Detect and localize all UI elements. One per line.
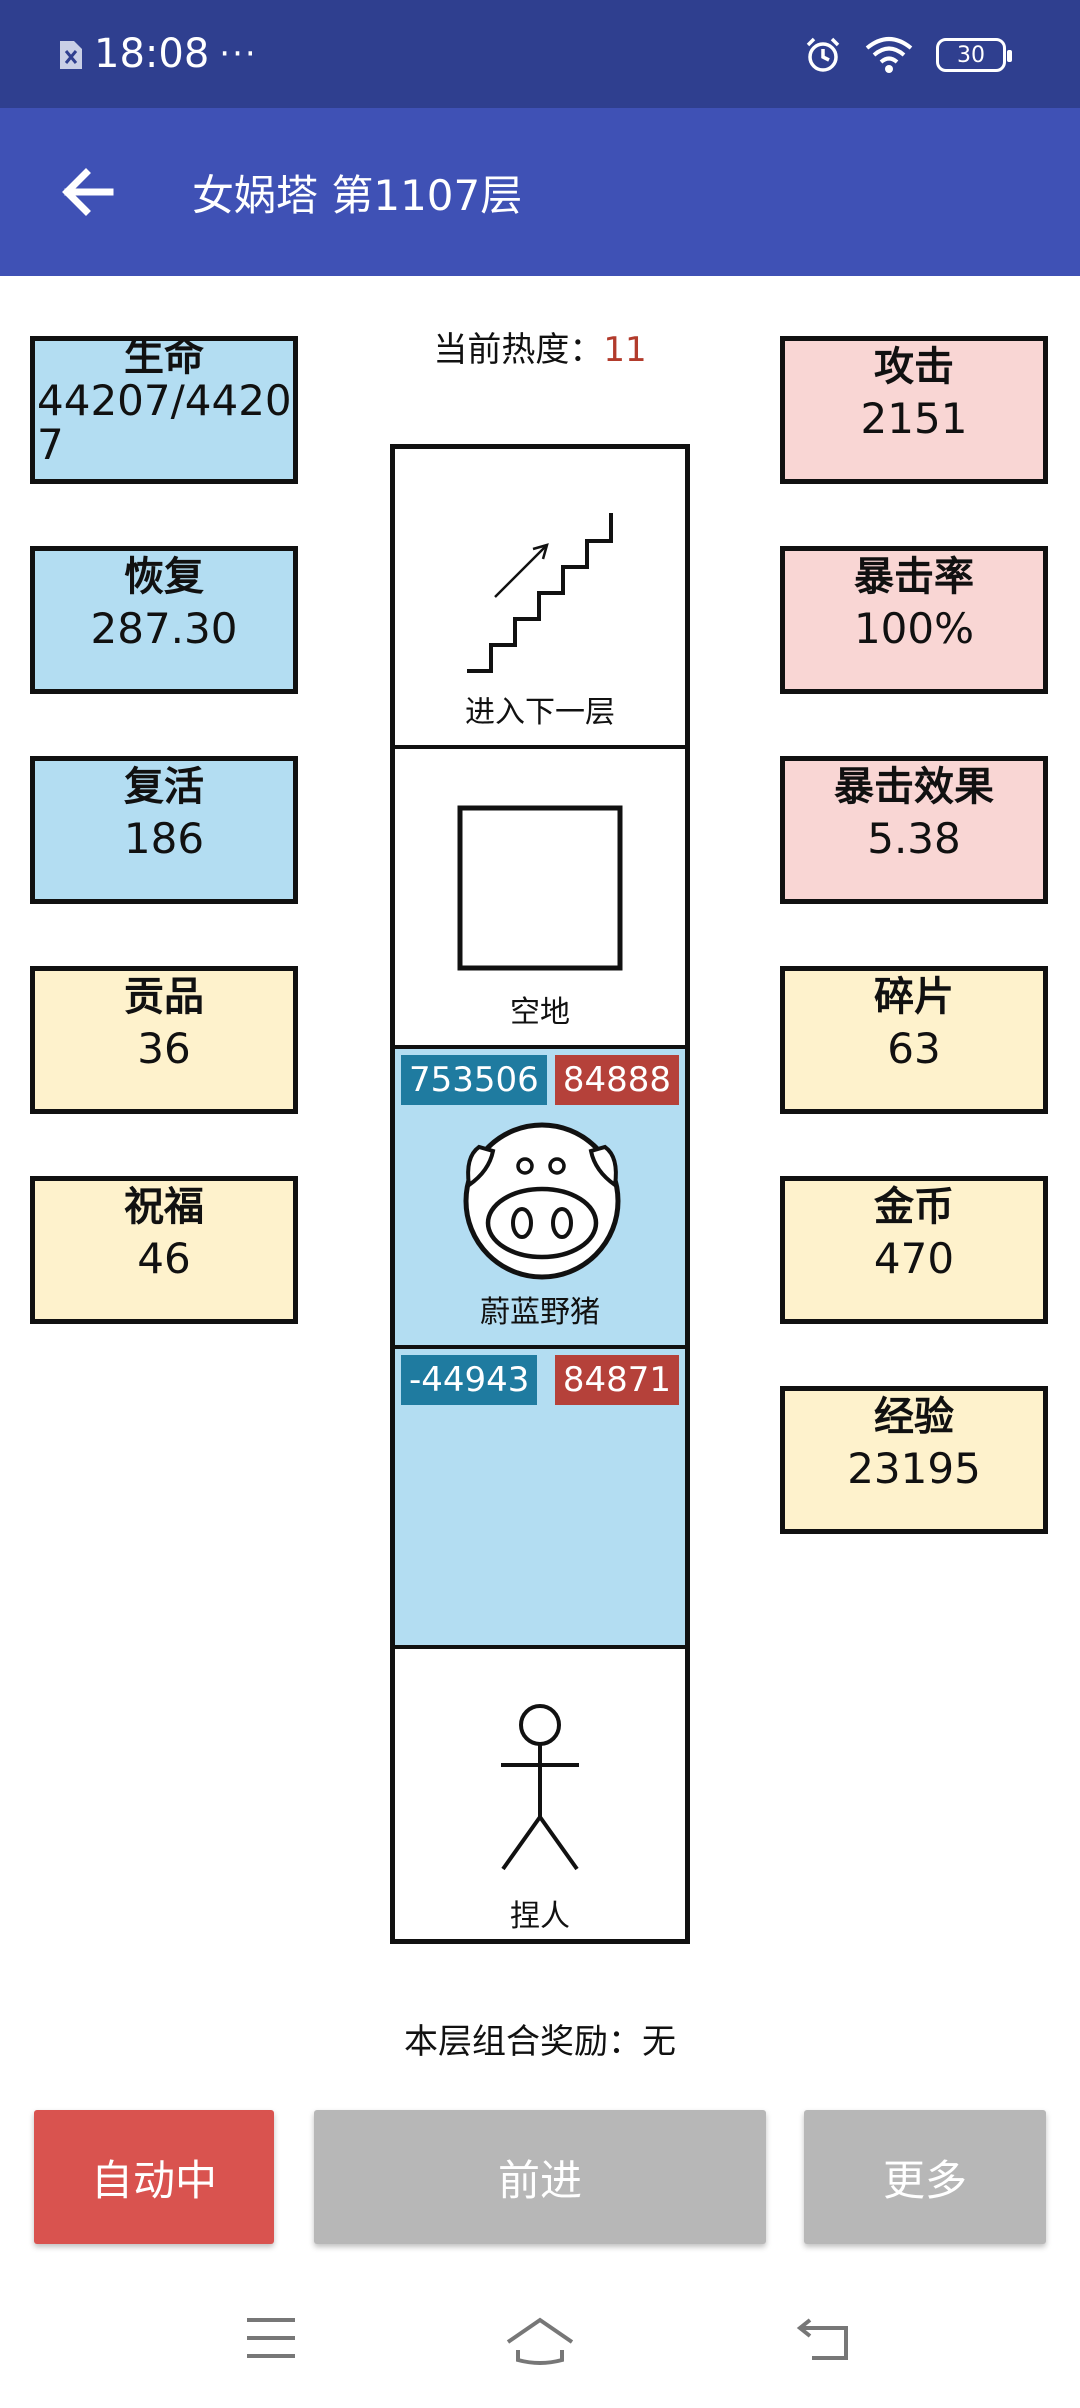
stat-experience: 经验 23195 — [780, 1386, 1048, 1534]
cell-label: 捏人 — [510, 1899, 570, 1934]
stat-value: 46 — [137, 1234, 191, 1283]
app-bar: 女娲塔 第1107层 — [0, 108, 1080, 276]
stat-name: 恢复 — [124, 554, 204, 600]
stat-name: 碎片 — [874, 974, 954, 1020]
stat-value: 287.30 — [90, 604, 238, 653]
tower-cell-next-floor[interactable]: 进入下一层 — [395, 449, 685, 749]
stat-value: 63 — [887, 1024, 941, 1073]
stat-name: 金币 — [874, 1184, 954, 1230]
stat-name: 复活 — [124, 764, 204, 810]
stat-tribute: 贡品 36 — [30, 966, 298, 1114]
status-time: 18:08 — [94, 31, 210, 77]
monster-attack-badge: 84888 — [554, 1055, 679, 1105]
stat-name: 攻击 — [874, 344, 954, 390]
tower-cell-monster[interactable]: 753506 84888 蔚蓝野猪 — [395, 1049, 685, 1349]
pig-icon — [463, 1122, 621, 1280]
stat-crit-effect: 暴击效果 5.38 — [780, 756, 1048, 904]
auto-button[interactable]: 自动中 — [34, 2110, 274, 2244]
heat-indicator: 当前热度：11 — [0, 322, 1080, 371]
stat-fragments: 碎片 63 — [780, 966, 1048, 1114]
tower-cell-monster-hidden[interactable]: -44943 84871 — [395, 1349, 685, 1649]
forward-button[interactable]: 前进 — [314, 2110, 766, 2244]
menu-icon[interactable] — [244, 2316, 298, 2360]
stat-life: 生命 44207/44207 — [30, 336, 298, 484]
cell-label: 进入下一层 — [465, 695, 615, 730]
stat-value: 2151 — [860, 394, 968, 443]
wifi-icon — [865, 37, 913, 73]
tower-column: 进入下一层 空地 753506 84888 蔚蓝野猪 -44943 84871 — [390, 444, 690, 1944]
stat-attack: 攻击 2151 — [780, 336, 1048, 484]
status-more-dots: ··· — [219, 34, 258, 74]
more-button[interactable]: 更多 — [804, 2110, 1046, 2244]
cell-label: 蔚蓝野猪 — [480, 1295, 600, 1330]
stat-value: 100% — [853, 604, 975, 653]
battery-level: 30 — [957, 42, 985, 68]
status-left: 18:08 ··· — [58, 34, 258, 74]
battery-icon: 30 — [936, 38, 1012, 72]
status-bar: 18:08 ··· 30 — [0, 0, 1080, 108]
stat-revive: 复活 186 — [30, 756, 298, 904]
monster-attack-badge: 84871 — [554, 1355, 679, 1405]
stat-name: 经验 — [874, 1394, 954, 1440]
sim-card-icon — [60, 41, 82, 69]
monster-hp-badge: -44943 — [401, 1355, 538, 1405]
stick-figure-icon — [501, 1704, 579, 1871]
floor-reward-text: 本层组合奖励：无 — [404, 2022, 676, 2062]
stat-value: 36 — [137, 1024, 191, 1073]
tower-cell-player[interactable]: 捏人 — [395, 1649, 685, 1949]
stat-crit-rate: 暴击率 100% — [780, 546, 1048, 694]
heat-label: 当前热度： — [433, 330, 604, 370]
status-right: 30 — [804, 36, 1012, 74]
stairs-icon — [467, 513, 613, 673]
stat-value: 23195 — [847, 1444, 981, 1493]
alarm-icon — [806, 37, 840, 72]
page-title: 女娲塔 第1107层 — [192, 170, 523, 220]
tower-cell-empty[interactable]: 空地 — [395, 749, 685, 1049]
stat-recovery: 恢复 287.30 — [30, 546, 298, 694]
stat-value: 186 — [123, 814, 205, 863]
home-icon[interactable] — [504, 2316, 576, 2366]
stat-blessing: 祝福 46 — [30, 1176, 298, 1324]
cell-label: 空地 — [510, 995, 570, 1030]
stat-value: 470 — [873, 1234, 955, 1283]
stat-gold: 金币 470 — [780, 1176, 1048, 1324]
monster-hp-badge: 753506 — [401, 1055, 547, 1105]
stat-name: 贡品 — [124, 974, 204, 1020]
heat-value: 11 — [603, 330, 647, 370]
stat-value: 5.38 — [867, 814, 961, 863]
stat-name: 祝福 — [124, 1184, 204, 1230]
back-nav-icon[interactable] — [796, 2316, 852, 2362]
empty-square-icon — [457, 805, 623, 971]
stat-name: 暴击效果 — [834, 764, 994, 810]
stat-name: 生命 — [124, 336, 204, 380]
back-arrow-icon[interactable] — [60, 164, 116, 220]
stat-name: 暴击率 — [854, 554, 974, 600]
stat-value: 44207/44207 — [37, 376, 292, 469]
